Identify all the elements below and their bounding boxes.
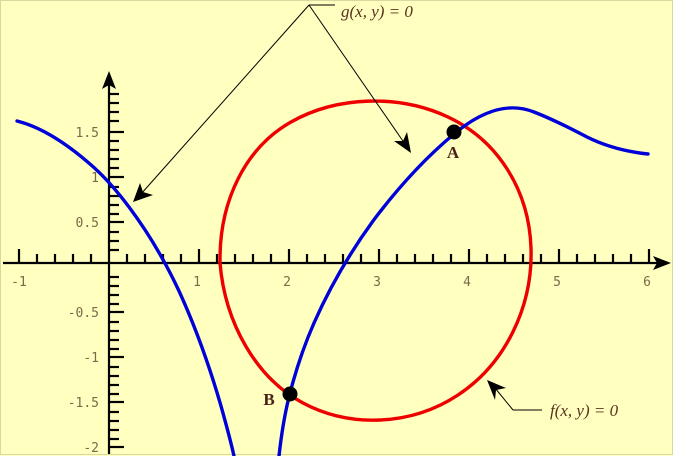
y-tick-label-1.5: 1.5 — [76, 126, 99, 141]
leader-g-to-right-target — [308, 4, 406, 145]
y-tick-label--1: -1 — [83, 351, 99, 366]
axes-group — [3, 71, 671, 454]
curve-f-label: f(x, y) = 0 — [550, 401, 619, 420]
x-tick-label-1: 1 — [193, 275, 201, 290]
intersection-point-a: A — [446, 124, 462, 162]
x-tick-label-4: 4 — [463, 275, 471, 290]
leader-f-to-target — [494, 387, 514, 411]
y-tick-label--2: -2 — [83, 441, 99, 456]
x-tick-label-5: 5 — [553, 275, 561, 290]
curve-g-group — [15, 106, 650, 456]
x-axis-arrowhead — [653, 256, 671, 270]
x-tick-label--1: -1 — [11, 275, 27, 290]
x-tick-label-3: 3 — [373, 275, 381, 290]
point-b-label: B — [263, 390, 274, 409]
point-a-label: A — [447, 143, 460, 162]
x-tick-label-2: 2 — [283, 275, 291, 290]
y-tick-label--0.5: -0.5 — [68, 306, 99, 321]
y-major-ticks — [109, 130, 124, 449]
intersection-point-b: B — [263, 386, 298, 409]
y-axis-arrowhead — [102, 71, 116, 89]
x-minor-ticks — [35, 254, 633, 263]
annotation-g-leaders — [133, 4, 411, 202]
point-b-marker — [282, 386, 298, 402]
y-tick-label-0.5: 0.5 — [76, 216, 99, 231]
y-minor-ticks — [109, 92, 119, 441]
curve-g-right-branch — [277, 106, 650, 456]
leader-f-arrowhead — [487, 380, 506, 400]
curve-f-path — [218, 99, 533, 422]
leader-g-left-arrowhead — [133, 183, 153, 202]
point-a-marker — [446, 124, 462, 140]
y-axis-ticks: 1.5 1 0.5 -0.5 -1 -1.5 -2 — [68, 92, 124, 456]
leader-g-right-arrowhead — [394, 132, 411, 153]
x-tick-label-6: 6 — [643, 275, 651, 290]
leader-g-to-left-target — [140, 4, 310, 195]
y-tick-label-1: 1 — [91, 171, 99, 186]
x-axis-ticks: -1 1 2 3 4 5 6 — [11, 249, 651, 290]
curve-g-label: g(x, y) = 0 — [341, 2, 413, 21]
annotation-f-leaders — [487, 380, 542, 411]
y-tick-label--1.5: -1.5 — [68, 396, 99, 411]
x-major-ticks — [17, 249, 651, 263]
curve-g-left-branch — [15, 119, 236, 456]
curve-f-group — [218, 99, 533, 422]
